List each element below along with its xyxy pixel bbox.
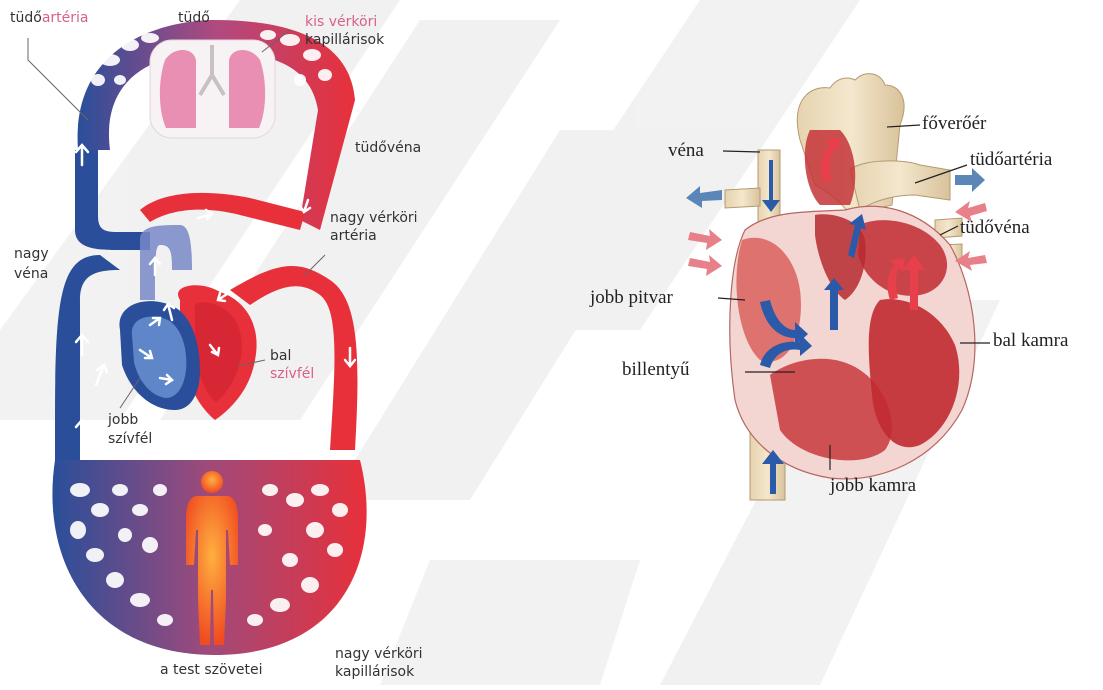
label-small-capillaries-1: kis vérköri <box>305 14 377 31</box>
label-tissues: a test szövetei <box>160 662 262 679</box>
label-left-heart-2: szívfél <box>270 366 314 383</box>
label-lung: tüdő <box>178 10 210 27</box>
label-systemic-capillaries-2: kapillárisok <box>335 664 414 681</box>
label-right-atrium: jobb pitvar <box>590 288 673 309</box>
label-systemic-artery-1: nagy vérköri <box>330 210 418 227</box>
label-left-ventricle: bal kamra <box>993 331 1068 352</box>
lung <box>150 40 275 138</box>
label-pulmonary-artery-heart: tüdőartéria <box>970 150 1052 171</box>
label-right-heart-1: jobb <box>108 412 138 429</box>
label-vein: véna <box>668 141 704 162</box>
label-vein-2: véna <box>14 266 48 283</box>
label-systemic-artery-2: artéria <box>330 228 377 245</box>
label-valve: billentyű <box>622 360 690 381</box>
label-left-heart-1: bal <box>270 348 291 365</box>
label-right-heart-2: szívfél <box>108 431 152 448</box>
label-pulmonary-artery: tüdőartéria <box>10 10 89 27</box>
pulmonary-artery-vessel <box>850 161 950 210</box>
label-pulmonary-vein-heart: tüdővéna <box>960 218 1030 239</box>
label-pulmonary-vein: tüdővéna <box>355 140 421 157</box>
label-small-capillaries-2: kapillárisok <box>305 32 384 49</box>
label-right-ventricle: jobb kamra <box>830 476 916 497</box>
label-systemic-capillaries-1: nagy vérköri <box>335 646 423 663</box>
label-vein-1: nagy <box>14 246 49 263</box>
label-aorta: főverőér <box>922 114 986 135</box>
